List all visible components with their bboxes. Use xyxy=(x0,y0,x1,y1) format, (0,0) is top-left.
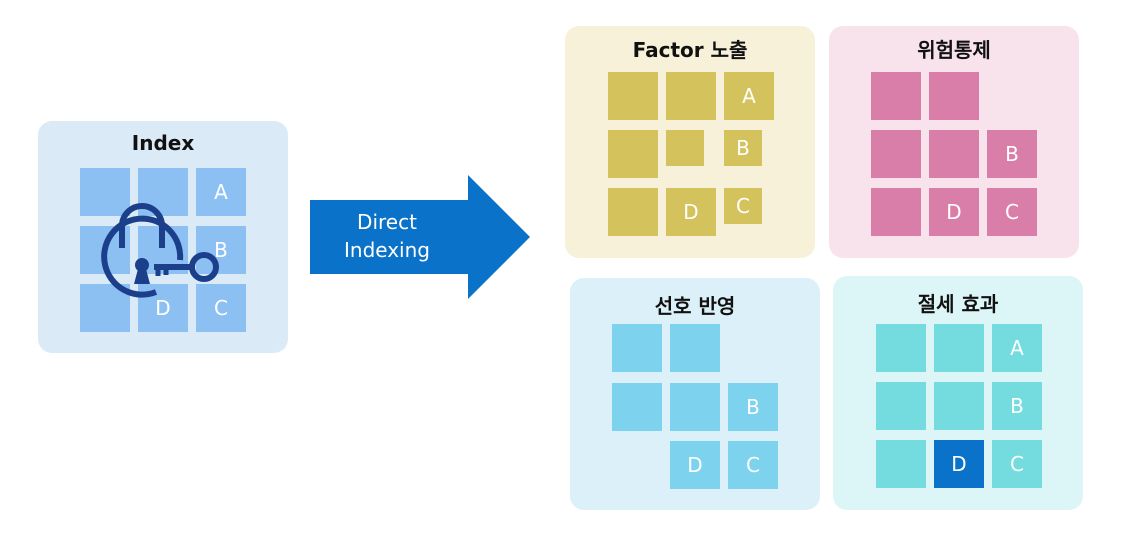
factor-cell-c: C xyxy=(724,188,762,224)
preference-cell-c: C xyxy=(728,441,778,489)
tax-cell-c: C xyxy=(992,440,1042,488)
risk-cell xyxy=(929,72,979,120)
tax-cell xyxy=(934,324,984,372)
risk-cell-b: B xyxy=(987,130,1037,178)
preference-cell xyxy=(612,324,662,372)
arrow-label-line2: Indexing xyxy=(344,238,430,262)
factor-cell xyxy=(666,72,716,120)
factor-exposure-title: Factor 노출 xyxy=(632,38,748,62)
risk-cell-d: D xyxy=(929,188,979,236)
preference-cell-b: B xyxy=(728,383,778,431)
index-cell-a: A xyxy=(196,168,246,216)
risk-cell xyxy=(929,130,979,178)
index-cell-b: B xyxy=(196,226,246,274)
risk-cell xyxy=(871,188,921,236)
risk-cell-c: C xyxy=(987,188,1037,236)
risk-cell xyxy=(871,72,921,120)
lock-key-icon xyxy=(101,203,219,298)
factor-cell-a: A xyxy=(724,72,774,120)
arrow-label-line1: Direct xyxy=(357,210,417,234)
direct-indexing-arrow xyxy=(310,175,530,299)
preference-title: 선호 반영 xyxy=(654,294,736,318)
factor-cell xyxy=(666,130,704,166)
tax-cell-d-highlighted: D xyxy=(934,440,984,488)
index-panel-title: Index xyxy=(131,131,195,155)
preference-cell xyxy=(612,383,662,431)
factor-cell xyxy=(608,72,658,120)
tax-benefit-title: 절세 효과 xyxy=(917,292,999,316)
tax-cell xyxy=(876,382,926,430)
preference-cell xyxy=(670,324,720,372)
factor-cell-d: D xyxy=(666,188,716,236)
factor-cell-b: B xyxy=(724,130,762,166)
index-cell xyxy=(80,168,130,216)
preference-cell xyxy=(670,383,720,431)
factor-cell xyxy=(608,130,658,178)
tax-cell xyxy=(876,440,926,488)
tax-cell xyxy=(876,324,926,372)
tax-cell-b: B xyxy=(992,382,1042,430)
factor-cell xyxy=(608,188,658,236)
index-cell-c: C xyxy=(196,284,246,332)
risk-control-title: 위험통제 xyxy=(917,38,991,62)
risk-cell xyxy=(871,130,921,178)
tax-cell xyxy=(934,382,984,430)
preference-cell-d: D xyxy=(670,441,720,489)
tax-cell-a: A xyxy=(992,324,1042,372)
